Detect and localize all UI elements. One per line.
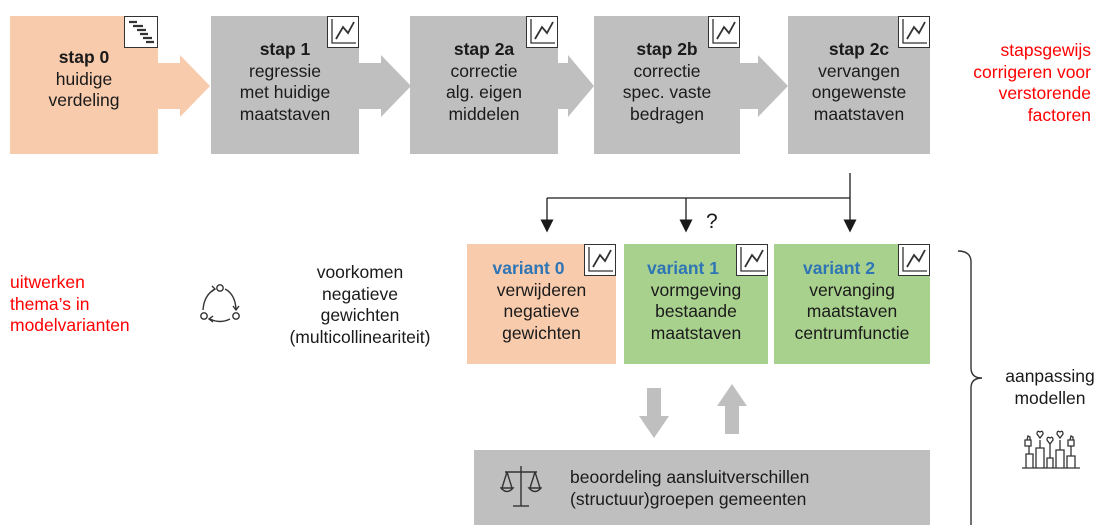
step-2b-line-3: bedragen — [630, 103, 704, 124]
variant-0-line-1: verwijderen — [496, 279, 587, 300]
step-2b-title: stap 2b — [636, 39, 698, 59]
step-2c-title: stap 2c — [828, 39, 890, 59]
cycle-text-line-3: gewichten — [320, 305, 400, 325]
variant-1-text: variant 1 vormgeving bestaande maatstave… — [624, 258, 768, 344]
step-2c-line-2: ongewenste — [811, 82, 907, 102]
cycle-text-line-4: (multicollineariteit) — [289, 326, 431, 347]
side-label-line-2: modellen — [1014, 387, 1086, 408]
side-label: aanpassing modellen — [1000, 366, 1100, 409]
variant-1-line-3: maatstaven — [650, 322, 742, 343]
step-0-text: stap 0 huidige verdeling — [10, 47, 158, 112]
step-2c-line-3: maatstaven — [813, 103, 905, 124]
step-2b-arrow — [740, 55, 788, 117]
top-note-line-4: factoren — [1027, 104, 1091, 125]
step-2a-line-2: alg. eigen — [446, 82, 522, 102]
variant-0-title: variant 0 — [492, 258, 565, 278]
assessment-box — [474, 450, 930, 525]
assessment-text: beoordeling aansluitverschillen (structu… — [570, 466, 809, 510]
step-2a-line-1: correctie — [450, 60, 518, 81]
step-0-arrow — [158, 55, 210, 117]
city-likes-icon — [1020, 420, 1082, 470]
step-2c-line-1: vervangen — [818, 60, 900, 81]
step-2b-line-1: correctie — [633, 60, 701, 81]
line-chart-icon — [526, 16, 558, 48]
assessment-line-2: (structuur)groepen gemeenten — [570, 489, 807, 509]
step-2b-line-2: spec. vaste — [622, 82, 712, 102]
step-2a-title: stap 2a — [453, 39, 515, 59]
step-0-title: stap 0 — [58, 47, 110, 67]
step-2a-text: stap 2a correctie alg. eigen middelen — [410, 39, 558, 125]
variant-0-line-2: negatieve — [503, 301, 580, 321]
line-chart-icon — [898, 16, 930, 48]
line-chart-icon — [898, 244, 930, 276]
step-1-arrow — [359, 55, 411, 117]
step-2a-arrow — [558, 55, 594, 117]
line-chart-icon — [584, 244, 616, 276]
variant-1-line-1: vormgeving — [650, 279, 742, 300]
step-2c-text: stap 2c vervangen ongewenste maatstaven — [788, 39, 930, 125]
left-note-line-3: modelvarianten — [10, 315, 130, 335]
step-1-line-1: regressie — [249, 60, 321, 81]
question-mark: ? — [706, 210, 718, 233]
line-chart-icon — [708, 16, 740, 48]
top-note-line-2: corrigeren voor — [973, 61, 1091, 82]
top-note: stapsgewijs corrigeren voor verstorende … — [951, 40, 1091, 126]
variant-1-line-2: bestaande — [655, 301, 737, 321]
step-0-line-2: verdeling — [48, 90, 120, 110]
line-chart-icon — [327, 16, 359, 48]
variant-2-title: variant 2 — [803, 258, 875, 278]
top-note-line-1: stapsgewijs — [1000, 40, 1091, 60]
cycle-text-line-1: voorkomen — [316, 262, 404, 282]
variant-2-line-2: maatstaven — [806, 301, 898, 321]
side-label-line-1: aanpassing — [1005, 366, 1095, 386]
gantt-chart-icon — [124, 16, 158, 48]
variant-1-title: variant 1 — [647, 258, 719, 278]
cycle-text: voorkomen negatieve gewichten (multicoll… — [270, 262, 450, 348]
step-1-title: stap 1 — [259, 39, 311, 59]
left-note: uitwerken thema’s in modelvarianten — [10, 272, 170, 337]
variant-2-line-3: centrumfunctie — [794, 322, 910, 343]
step-0-line-1: huidige — [55, 68, 113, 89]
step-1-text: stap 1 regressie met huidige maatstaven — [211, 39, 359, 125]
line-chart-icon — [736, 244, 768, 276]
cycle-icon — [198, 283, 242, 325]
cycle-text-line-2: negatieve — [322, 283, 398, 304]
step-1-line-3: maatstaven — [239, 103, 331, 124]
variant-2-line-1: vervanging — [809, 279, 895, 300]
variant-0-text: variant 0 verwijderen negatieve gewichte… — [467, 258, 616, 344]
variant-2-text: variant 2 vervanging maatstaven centrumf… — [774, 258, 930, 344]
variant-0-line-3: gewichten — [502, 322, 581, 343]
up-arrow — [717, 384, 747, 434]
step-2b-text: stap 2b correctie spec. vaste bedragen — [594, 39, 740, 125]
left-note-line-2: thema’s in — [10, 293, 90, 314]
step-2a-line-3: middelen — [448, 103, 520, 124]
scales-icon — [500, 462, 542, 512]
top-note-line-3: verstorende — [998, 83, 1091, 103]
step-1-line-2: met huidige — [239, 82, 331, 102]
left-note-line-1: uitwerken — [10, 272, 85, 292]
assessment-line-1: beoordeling aansluitverschillen — [570, 467, 810, 487]
down-arrow — [639, 388, 669, 438]
right-brace — [957, 250, 983, 525]
